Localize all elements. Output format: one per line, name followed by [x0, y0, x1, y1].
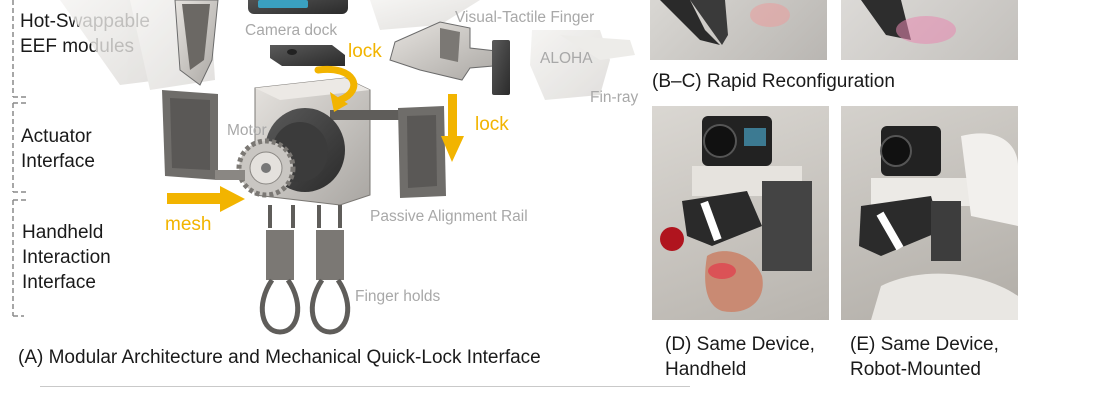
mesh-arrow	[167, 186, 245, 212]
camera-part	[248, 0, 348, 14]
camera-dock-label: Camera dock	[245, 22, 338, 39]
right-rail-plate	[398, 106, 446, 198]
bracket-lines	[12, 0, 26, 317]
lock-label-top: lock	[348, 41, 382, 62]
photo-b	[650, 0, 827, 60]
visual-tactile-finger-part	[389, 21, 510, 95]
ghost-aloha	[370, 0, 635, 100]
visual-tactile-finger-label: Visual-Tactile Finger	[455, 9, 595, 26]
actuator-interface-label: Actuator Interface	[21, 126, 95, 172]
passive-alignment-rail-label: Passive Alignment Rail	[370, 208, 528, 225]
fin-ray-label: Fin-ray	[590, 89, 639, 106]
caption-bc: (B–C) Rapid Reconfiguration	[652, 71, 895, 92]
finger-holds-label: Finger holds	[355, 288, 441, 305]
lock-arrow-top	[314, 65, 358, 104]
gear-rack	[215, 170, 245, 180]
exploded-view-drawing	[60, 0, 635, 335]
mesh-label: mesh	[165, 214, 212, 235]
camera-dock-part	[270, 45, 345, 66]
photo-c	[841, 0, 1018, 60]
lock-arrow-right	[441, 94, 464, 162]
left-rail-plate	[162, 90, 218, 180]
handheld-interface-label: Handheld Interaction Interface	[22, 222, 111, 293]
caption-a: (A) Modular Architecture and Mechanical …	[18, 347, 541, 368]
finger-holds-part	[259, 205, 351, 335]
photo-d	[652, 106, 829, 320]
photo-e	[841, 106, 1018, 320]
caption-e-line2: Robot-Mounted	[850, 359, 981, 380]
gear-part	[236, 138, 296, 198]
aloha-label: ALOHA	[540, 50, 593, 67]
caption-e-line1: (E) Same Device,	[850, 334, 999, 355]
lock-label-right: lock	[475, 114, 509, 135]
motor-label: Motor	[227, 122, 267, 139]
lock-arrow-top-head	[330, 92, 348, 112]
caption-divider	[40, 386, 690, 387]
fin-gripper-part	[174, 0, 219, 86]
caption-d-line2: Handheld	[665, 359, 747, 380]
caption-d-line1: (D) Same Device,	[665, 334, 815, 355]
